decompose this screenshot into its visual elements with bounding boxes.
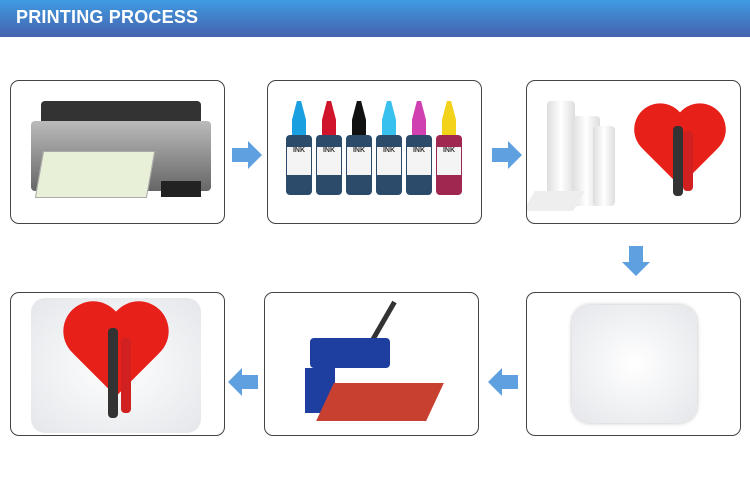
- step-heat-press: [264, 292, 479, 436]
- arrow-right-icon: [232, 141, 262, 169]
- ink-bottle-light-cyan: INK: [376, 135, 402, 195]
- couple-image: [673, 126, 683, 196]
- arrow-left-icon: [488, 368, 518, 396]
- arrow-left-icon: [228, 368, 258, 396]
- couple-image: [108, 328, 118, 418]
- ink-bottle-yellow: INK: [436, 135, 462, 195]
- step-transfer-paper: [526, 80, 741, 224]
- step-printed-pillow: [10, 292, 225, 436]
- printer-image: [31, 101, 211, 201]
- header-banner: PRINTING PROCESS: [0, 0, 750, 37]
- step-blank-pillow: [526, 292, 741, 436]
- page-title: PRINTING PROCESS: [16, 7, 199, 27]
- step-printer: [10, 80, 225, 224]
- ink-bottle-cyan: INK: [286, 135, 312, 195]
- ink-bottle-magenta: INK: [406, 135, 432, 195]
- blank-pillow-image: [572, 305, 697, 423]
- arrow-down-icon: [622, 246, 650, 276]
- arrow-right-icon: [492, 141, 522, 169]
- step-ink: INK INK INK INK INK INK: [267, 80, 482, 224]
- ink-bottle-black: INK: [346, 135, 372, 195]
- ink-bottle-red: INK: [316, 135, 342, 195]
